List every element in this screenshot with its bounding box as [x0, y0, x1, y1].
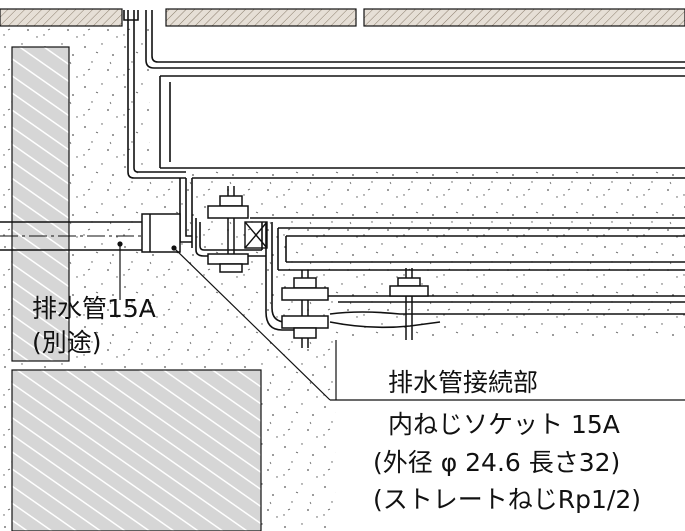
wall-upper-left	[11, 46, 70, 362]
drain-pipe-note-label: (別途)	[32, 328, 102, 357]
bolt-upper	[207, 186, 249, 273]
connection-dimension-label: (外径 φ 24.6 長さ32)	[373, 448, 621, 477]
connection-socket-label: 内ねじソケット 15A	[388, 410, 620, 439]
drain-pipe-label: 排水管15A	[32, 294, 156, 323]
void-right-lower	[336, 340, 685, 531]
void-upper-panel	[150, 28, 685, 178]
connection-thread-label: (ストレートねじRp1/2)	[373, 485, 641, 514]
wall-lower-left	[11, 369, 262, 531]
ceiling-finish	[0, 8, 685, 27]
bolt-lower-right	[389, 268, 429, 340]
packing-block	[244, 221, 268, 249]
connection-title-label: 排水管接続部	[388, 368, 539, 397]
channel-brackets	[179, 177, 685, 331]
leader-lines	[117, 241, 685, 401]
bolt-lower-left	[281, 270, 329, 348]
vertical-hanger	[123, 10, 685, 179]
